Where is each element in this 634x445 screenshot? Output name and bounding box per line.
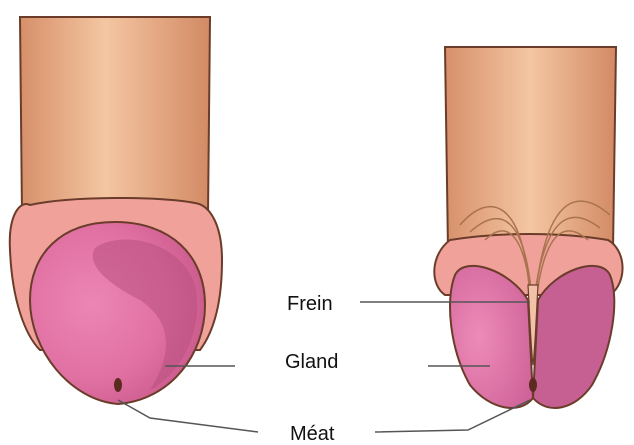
- left-shaft: [20, 17, 210, 215]
- label-meat: Méat: [290, 423, 335, 445]
- right-shaft: [445, 47, 616, 250]
- left-meatus: [114, 378, 122, 392]
- label-frein: Frein: [287, 293, 333, 315]
- label-gland: Gland: [285, 351, 338, 373]
- right-figure: [434, 47, 622, 408]
- left-figure: [10, 17, 222, 404]
- leader-meat-left: [118, 400, 258, 432]
- right-meatus: [529, 378, 537, 392]
